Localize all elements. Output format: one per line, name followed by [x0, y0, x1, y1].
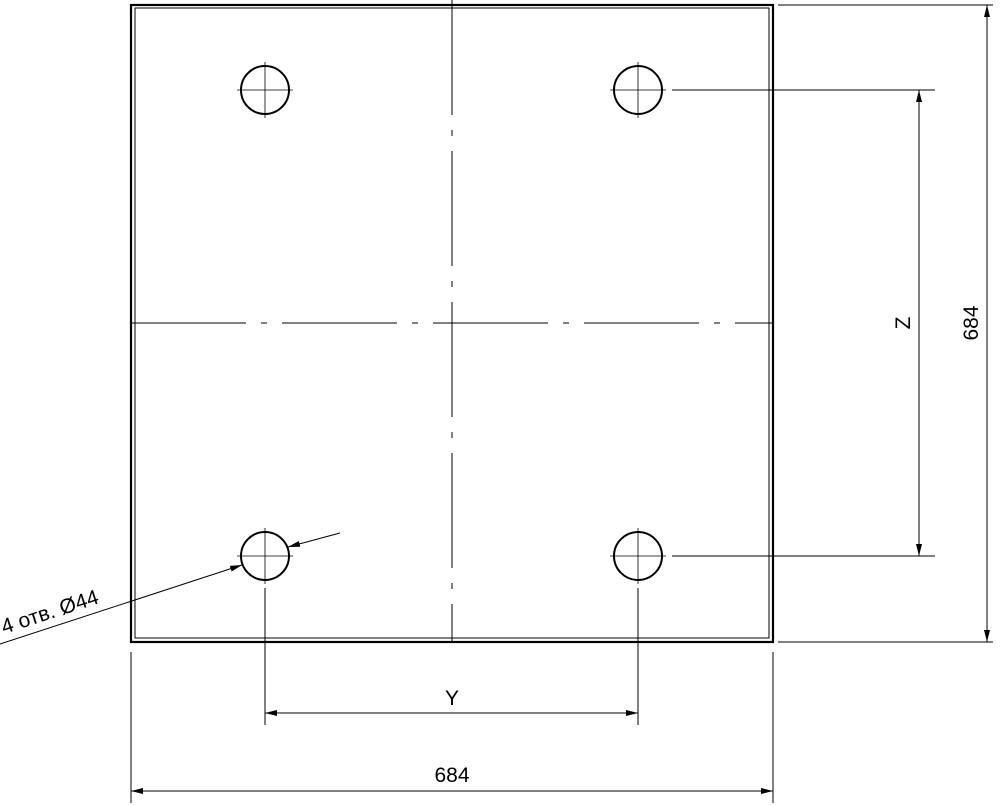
dimension-z-label: Z [892, 316, 915, 329]
hole-bottom-right [610, 528, 666, 584]
hole-diameter-callout: 4 отв. Ø44 [0, 586, 102, 639]
hole-top-right [610, 62, 666, 118]
dimension-height-label: 684 [960, 305, 983, 340]
extension-lines [130, 4, 993, 803]
hole-bottom-left [237, 528, 293, 584]
hole-top-left [237, 62, 293, 118]
hole-diameter-leader [0, 532, 341, 645]
dimension-width-label: 684 [434, 764, 469, 787]
dimension-y-label: Y [445, 687, 459, 710]
